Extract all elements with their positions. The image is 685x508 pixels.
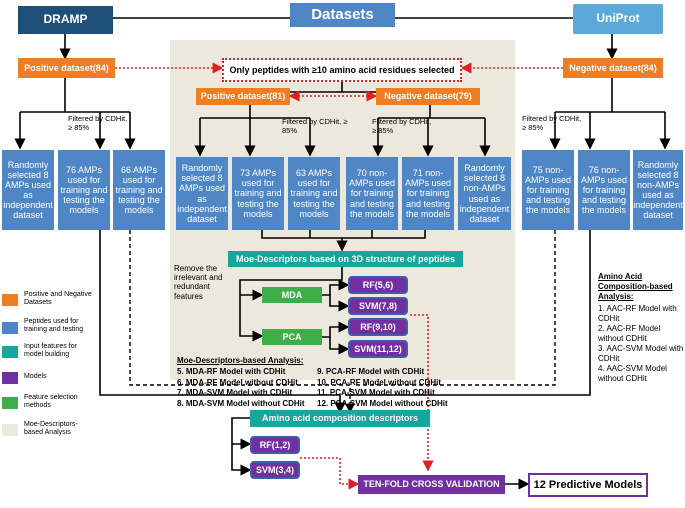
aac-item-1: 1. AAC-RF Model with CDHit: [598, 304, 677, 323]
legend-swatch-blue: [2, 322, 18, 334]
aac-item-4: 4. AAC-SVM Model without CDHit: [598, 364, 667, 383]
pca-box: PCA: [262, 329, 322, 345]
legend-label-selection: Feature selection methods: [24, 394, 78, 410]
filter-label-mid-neg: Filtered by CDHit, ≥ 85%: [372, 117, 432, 135]
mid-box-2: 73 AMPs used for training and testing th…: [232, 157, 284, 230]
mid-box-6: Randomly selected 8 non-AMPs used as ind…: [458, 157, 511, 230]
model-rf-9-10: RF(9,10): [348, 318, 408, 336]
moe-descriptors-box: Moe-Descriptors based on 3D structure of…: [228, 251, 463, 267]
left-box-2: 76 AMPs used for training and testing th…: [58, 150, 110, 230]
aac-item-2: 2. AAC-RF Model without CDHit: [598, 324, 661, 343]
moe-analysis-title: Moe-Descriptors-based Analysis:: [177, 356, 304, 365]
aac-analysis-list: Amino Acid Composition-based Analysis: 1…: [598, 272, 684, 384]
legend-label-features: Input features for model building: [24, 343, 77, 359]
legend-label-models: Models: [24, 373, 47, 380]
dramp-logo: DRAMP: [18, 6, 113, 34]
moe-item-6: 6. MDA-RF Model without CDHit: [177, 377, 298, 387]
moe-item-8: 8. MDA-SVM Model without CDHit: [177, 399, 305, 409]
mda-box: MDA: [262, 287, 322, 303]
mid-box-4: 70 non-AMPs used for training and testin…: [346, 157, 398, 230]
legend-label-peptides: Peptides used for training and testing: [24, 318, 84, 334]
legend-label-datasets: Positive and Negative Datasets: [24, 291, 92, 307]
predictive-models-box: 12 Predictive Models: [528, 473, 648, 497]
moe-item-7: 7. MDA-SVM Model with CDHit: [177, 388, 293, 398]
uniprot-logo-text: UniProt: [596, 11, 640, 26]
moe-item-5: 5. MDA-RF Model with CDHit: [177, 366, 286, 376]
left-box-3: 66 AMPs used for training and testing th…: [113, 150, 165, 230]
model-svm-7-8: SVM(7,8): [348, 297, 408, 315]
moe-item-9: 9. PCA-RF Model with CDHit: [317, 366, 425, 376]
positive-dataset-outer: Positive dataset(84): [18, 58, 115, 78]
mid-box-5: 71 non-AMPs used for training and testin…: [402, 157, 454, 230]
legend-swatch-teal: [2, 346, 18, 358]
legend-swatch-beige: [2, 424, 18, 436]
right-box-1: 75 non-AMPs used for training and testin…: [522, 150, 574, 230]
negative-dataset-inner: Negative dataset(79): [376, 88, 480, 105]
legend-swatch-green: [2, 397, 18, 409]
model-svm-3-4: SVM(3,4): [250, 461, 300, 479]
model-rf-5-6: RF(5,6): [348, 276, 408, 294]
moe-item-10: 10. PCA-RF Model without CDHit: [317, 377, 441, 387]
uniprot-logo: UniProt: [573, 4, 663, 34]
filter-label-right: Filtered by CDHit, ≥ 85%: [522, 114, 582, 132]
left-box-1: Randomly selected 8 AMPs used as indepen…: [2, 150, 54, 230]
aac-descriptors-box: Amino acid composition descriptors: [250, 410, 430, 427]
positive-dataset-inner: Positive dataset(81): [196, 88, 290, 105]
negative-dataset-outer: Negative dataset(84): [563, 58, 663, 78]
filter-label-mid-pos: Filtered by CDHit, ≥ 85%: [282, 117, 348, 135]
cross-validation-box: TEN-FOLD CROSS VALIDATION: [358, 475, 505, 494]
moe-item-12: 12. PCA-SVM Model without CDHit: [317, 399, 448, 409]
right-box-3: Randomly selected 8 non-AMPs used as ind…: [633, 150, 683, 230]
filter-note: Only peptides with ≥10 amino acid residu…: [222, 58, 462, 82]
mid-box-1: Randomly selected 8 AMPs used as indepen…: [176, 157, 228, 230]
datasets-header: Datasets: [290, 3, 395, 27]
legend-label-moe: Moe-Descriptors-based Analysis: [24, 421, 78, 437]
mid-box-3: 63 AMPs used for training and testing th…: [288, 157, 340, 230]
remove-features-label: Remove the irrelevant and redundant feat…: [174, 264, 223, 301]
legend-swatch-purple: [2, 372, 18, 384]
aac-item-3: 3. AAC-SVM Model with CDHit: [598, 344, 684, 363]
aac-analysis-title: Amino Acid Composition-based Analysis:: [598, 272, 673, 301]
moe-analysis-list: Moe-Descriptors-based Analysis: 5. MDA-R…: [177, 356, 512, 410]
model-svm-11-12: SVM(11,12): [348, 340, 408, 358]
moe-item-11: 11. PCA-SVM Model with CDHit: [317, 388, 435, 398]
legend-swatch-orange: [2, 294, 18, 306]
model-rf-1-2: RF(1,2): [250, 436, 300, 454]
right-box-2: 76 non-AMPs used for training and testin…: [578, 150, 630, 230]
filter-label-left: Filtered by CDHit, ≥ 85%: [68, 114, 128, 132]
